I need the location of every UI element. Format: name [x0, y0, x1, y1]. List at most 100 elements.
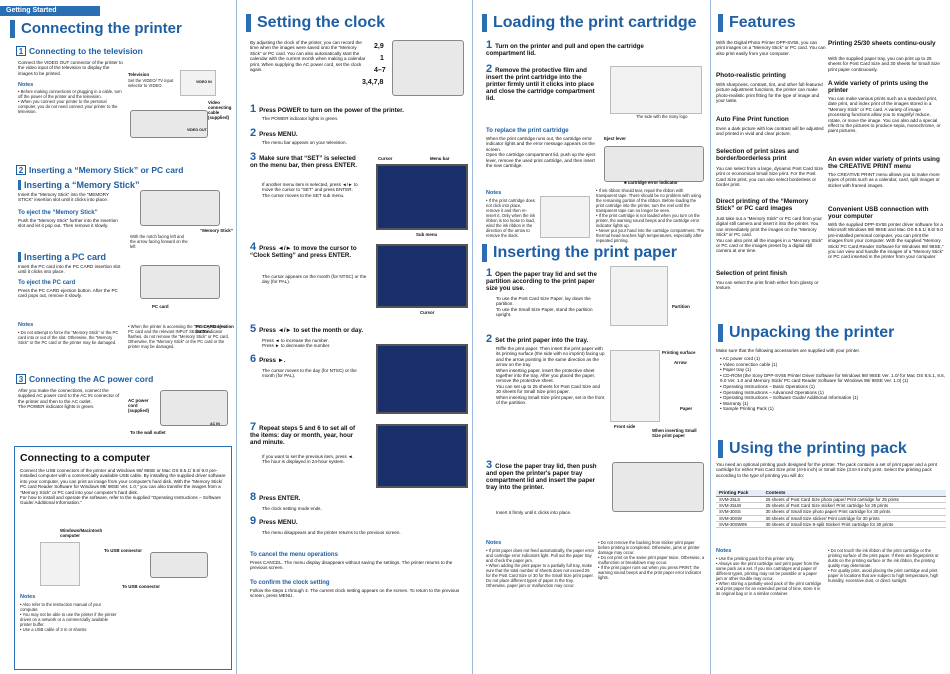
- label-cursor: Cursor: [378, 156, 393, 161]
- feature-body: With the supplied paper tray, you can pr…: [828, 56, 940, 72]
- clock-step-desc: If another menu item is selected, press …: [262, 182, 358, 198]
- computer-illustration: [40, 542, 80, 586]
- label-front-side: Front side: [614, 424, 636, 429]
- tv-body: Connect the VIDEO OUT connector of the p…: [18, 60, 123, 76]
- section-title-paper: Inserting the print paper: [482, 244, 704, 262]
- table-cell: SVM-30SW: [716, 515, 763, 522]
- notes-title: Notes: [486, 540, 502, 546]
- ribbon-illustration: [540, 196, 590, 238]
- table-cell: SVM-30SS: [716, 508, 763, 516]
- connecting-computer-title: Connecting to a computer: [20, 452, 151, 464]
- computer-box: [14, 446, 232, 670]
- clock-step-desc: The menu disappears and the printer retu…: [262, 530, 401, 535]
- clock-screen-2: [376, 344, 468, 414]
- label-pc-eject: PC CARD ejection button: [196, 324, 234, 334]
- eject-pc-body: Press the PC CARD ejection button. After…: [18, 288, 118, 299]
- table-cell: 25 sheets of Post Card Size sticker/ Pri…: [762, 502, 946, 510]
- list-item: • AC power cord (1): [720, 356, 760, 361]
- list-item: • Video connection cable (1): [720, 361, 778, 367]
- label-pc-card: PC card: [152, 304, 169, 309]
- label-paper: Paper: [680, 406, 693, 411]
- clock-step-desc: The POWER indicator lights in green.: [262, 116, 339, 121]
- list-item: • CD-ROM (the Sony DPP-SV55 Printer Driv…: [720, 372, 946, 384]
- ms-notes-left: • Do not attempt to force the “Memory St…: [18, 330, 119, 345]
- cancel-title: To cancel the menu operations: [250, 552, 338, 558]
- inserting-memory-stick-title: Inserting a “Memory Stick”: [18, 180, 140, 190]
- table-cell: SVM-25LW: [716, 502, 763, 510]
- paper-step-desc: Insert it firmly until it clicks into pl…: [496, 510, 572, 515]
- getting-started-tag: Getting Started: [0, 6, 100, 16]
- callout: 1: [380, 55, 384, 62]
- features-intro: With the Digital Photo Printer DPP-SV55,…: [716, 40, 826, 56]
- printer-ms-illustration: [140, 190, 220, 226]
- callout: 3,4,7,8: [362, 79, 384, 86]
- paper-tray-illustration: [610, 266, 668, 326]
- label-small-size: When inserting Small Size print paper: [652, 428, 697, 438]
- replace-title: To replace the print cartridge: [486, 128, 569, 134]
- notes-title: Notes: [20, 594, 36, 600]
- table-cell: 30 sheets of Small Size photo paper/ Pri…: [762, 508, 946, 516]
- list-item: • Warranty (1): [720, 400, 749, 406]
- computer-body: Connect the USB connectors of the printe…: [20, 468, 226, 506]
- unpack-list: • AC power cord (1)• Video connection ca…: [720, 356, 946, 412]
- printer-control-panel: [392, 40, 464, 96]
- table-cell: SVM-30SW09: [716, 521, 763, 529]
- label-notch: With the notch facing left and the arrow…: [130, 234, 188, 249]
- label-memory-stick: “Memory Stick”: [200, 228, 233, 233]
- label-partition: Partition: [672, 304, 690, 309]
- feature-heading: Direct printing of the “Memory Stick” or…: [716, 198, 809, 213]
- clock-screen: [376, 244, 468, 308]
- eject-ms-body: Push the “Memory Stick” further into the…: [18, 218, 118, 229]
- clock-screen-3: [376, 424, 468, 488]
- printer-usb-illustration: [150, 552, 208, 578]
- paper-insert-illustration: [610, 350, 660, 422]
- feature-heading: An even wider variety of prints using th…: [828, 156, 940, 171]
- label-usb-1: To USB connector: [104, 548, 142, 553]
- label-video-cable: Video connecting cable (supplied): [208, 100, 232, 120]
- feature-heading: Convenient USB connection with your comp…: [828, 206, 929, 221]
- label-video-in: VIDEO IN: [196, 80, 212, 84]
- table-cell: 30 sheets of Small Size 9-split Sticker/…: [762, 521, 946, 529]
- feature-heading: Photo-realistic printing: [716, 72, 786, 79]
- printer-tray-illustration: [612, 462, 704, 512]
- clock-intro: By adjusting the clock of the printer, y…: [250, 40, 366, 73]
- cartridge-notes-left: • If the print cartridge does not click …: [486, 198, 536, 238]
- pack-notes-left: • Use the printing pack for this printer…: [716, 556, 822, 596]
- tv-illustration: [180, 70, 216, 96]
- table-cell: 30 sheets of Small Size sticker/ Print c…: [762, 515, 946, 522]
- cartridge-illustration: [610, 66, 702, 114]
- feature-body: With the supplied DPP-SV55 printer drive…: [828, 222, 944, 260]
- section-title-clock: Setting the clock: [246, 14, 466, 32]
- label-sub-menu: Sub menu: [416, 232, 438, 237]
- feature-heading: Auto Fine Print function: [716, 116, 789, 123]
- label-video-out: VIDEO OUT: [187, 128, 207, 132]
- clock-step-desc: Press ◄ to increase the number. Press ► …: [262, 338, 331, 349]
- confirm-body: Follow the steps 1 through 4. The curren…: [250, 588, 460, 599]
- ac-body: After you make the connections, connect …: [18, 388, 120, 410]
- memory-stick-body: Insert the “Memory Stick” into the “MEMO…: [18, 192, 109, 203]
- paper-step-desc: To use the Post Card Size Paper, lay dow…: [496, 296, 593, 318]
- label-ac-in: AC IN: [210, 422, 220, 426]
- feature-heading: A wide variety of prints using the print…: [828, 80, 929, 95]
- notes-title: Notes: [486, 190, 502, 196]
- menu-screen: [376, 164, 468, 230]
- clock-step-desc: The menu bar appears on your television.: [262, 140, 347, 145]
- clock-step-desc: The clock setting mode ends.: [262, 506, 322, 511]
- confirm-title: To confirm the clock setting: [250, 580, 330, 586]
- label-menu-bar: Menu bar: [430, 156, 450, 161]
- clock-step-desc: If you want to set the previous item, pr…: [262, 454, 354, 465]
